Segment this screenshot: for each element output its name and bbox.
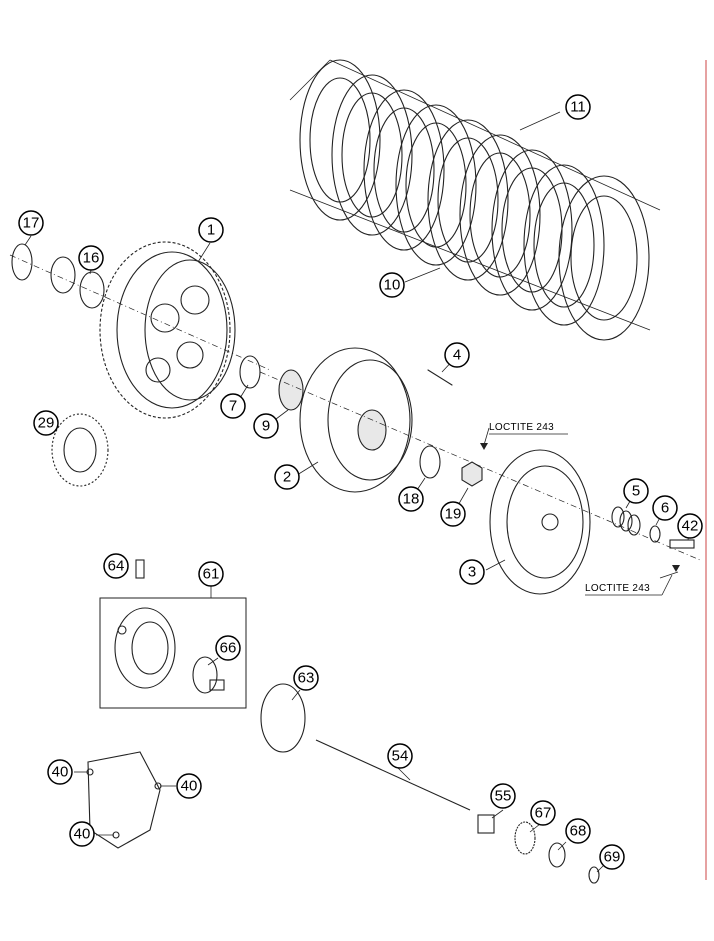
circlip xyxy=(588,866,600,884)
callout-label: 29 xyxy=(38,415,55,432)
o-ring xyxy=(260,683,306,753)
pressure-piece xyxy=(477,814,495,834)
bleed-screw xyxy=(135,559,145,579)
gasket xyxy=(87,751,161,849)
note-label: LOCTITE 243 xyxy=(489,422,554,433)
callout-label: 10 xyxy=(384,277,401,294)
callout-11: 11 xyxy=(565,94,591,120)
callout-label: 2 xyxy=(283,469,291,486)
clutch-plate xyxy=(395,104,477,266)
callout-label: 9 xyxy=(262,418,270,435)
callout-label: 54 xyxy=(392,748,409,765)
note-label: LOCTITE 243 xyxy=(585,583,650,594)
assembly-frame xyxy=(99,597,247,709)
callout-55: 55 xyxy=(490,783,516,809)
callout-label: 18 xyxy=(403,491,420,508)
callout-40-right: 40 xyxy=(176,773,202,799)
callout-label: 42 xyxy=(682,518,699,535)
callout-label: 1 xyxy=(207,222,215,239)
clutch-basket xyxy=(99,241,236,419)
clutch-plate xyxy=(427,119,509,281)
callout-label: 55 xyxy=(495,788,512,805)
axial-needle-bearing xyxy=(514,821,536,855)
callout-label: 40 xyxy=(52,764,69,781)
slave-cylinder xyxy=(114,607,176,689)
needle-bearing xyxy=(50,256,105,309)
loctite-note-lower: LOCTITE 243 xyxy=(585,574,673,596)
callout-5: 5 xyxy=(623,478,649,504)
callout-40-bottom: 40 xyxy=(69,821,95,847)
callout-10: 10 xyxy=(379,272,405,298)
clutch-spring xyxy=(611,506,641,536)
callout-63: 63 xyxy=(293,665,319,691)
clutch-bolt xyxy=(669,539,695,549)
callout-label: 63 xyxy=(298,670,315,687)
callout-label: 61 xyxy=(203,566,220,583)
callout-label: 4 xyxy=(453,347,461,364)
callout-18: 18 xyxy=(398,486,424,512)
callout-label: 69 xyxy=(604,849,621,866)
callout-label: 68 xyxy=(570,823,587,840)
loctite-drop xyxy=(480,443,488,450)
callout-label: 66 xyxy=(220,640,237,657)
callout-2: 2 xyxy=(274,464,300,490)
callout-67: 67 xyxy=(530,800,556,826)
loctite-note-upper: LOCTITE 243 xyxy=(489,422,568,435)
callout-29: 29 xyxy=(33,410,59,436)
callout-61: 61 xyxy=(198,561,224,587)
clutch-plate xyxy=(523,164,605,326)
thrust-washer xyxy=(11,243,33,281)
callout-label: 16 xyxy=(83,250,100,267)
nut xyxy=(461,461,483,487)
callout-19: 19 xyxy=(440,501,466,527)
pressure-plate xyxy=(489,449,591,595)
callout-label: 19 xyxy=(445,506,462,523)
callout-3: 3 xyxy=(459,559,485,585)
callout-42: 42 xyxy=(677,513,703,539)
callout-4: 4 xyxy=(444,342,470,368)
callout-label: 40 xyxy=(181,778,198,795)
thrust-washer xyxy=(278,369,304,411)
lock-washer xyxy=(419,445,441,479)
callout-1: 1 xyxy=(198,217,224,243)
callout-66: 66 xyxy=(215,635,241,661)
clutch-plate xyxy=(459,134,541,296)
slave-piston xyxy=(192,656,225,694)
callout-label: 3 xyxy=(468,564,476,581)
inner-clutch-hub xyxy=(299,347,413,493)
callout-16: 16 xyxy=(78,245,104,271)
callout-label: 67 xyxy=(535,805,552,822)
callout-69: 69 xyxy=(599,844,625,870)
callout-label: 11 xyxy=(570,99,586,116)
callout-17: 17 xyxy=(18,210,44,236)
callout-64: 64 xyxy=(103,553,129,579)
clutch-plate xyxy=(299,59,381,221)
callout-label: 64 xyxy=(108,558,125,575)
callout-40-top: 40 xyxy=(47,759,73,785)
callout-label: 17 xyxy=(23,215,40,232)
primary-gear xyxy=(51,413,109,487)
callout-label: 6 xyxy=(661,500,669,517)
callout-54: 54 xyxy=(387,743,413,769)
callout-label: 7 xyxy=(229,398,237,415)
spring-washer xyxy=(649,525,661,543)
pin xyxy=(427,369,453,386)
push-rod xyxy=(315,739,471,811)
loctite-drop xyxy=(672,565,680,572)
callout-7: 7 xyxy=(220,393,246,419)
clutch-plate xyxy=(558,175,650,341)
callout-9: 9 xyxy=(253,413,279,439)
callout-68: 68 xyxy=(565,818,591,844)
clutch-plate-stack xyxy=(289,59,661,341)
callout-6: 6 xyxy=(652,495,678,521)
callout-label: 5 xyxy=(632,483,640,500)
washer xyxy=(548,842,566,868)
callout-label: 40 xyxy=(74,826,91,843)
clutch-plate xyxy=(491,149,573,311)
clutch-plate xyxy=(363,89,445,251)
